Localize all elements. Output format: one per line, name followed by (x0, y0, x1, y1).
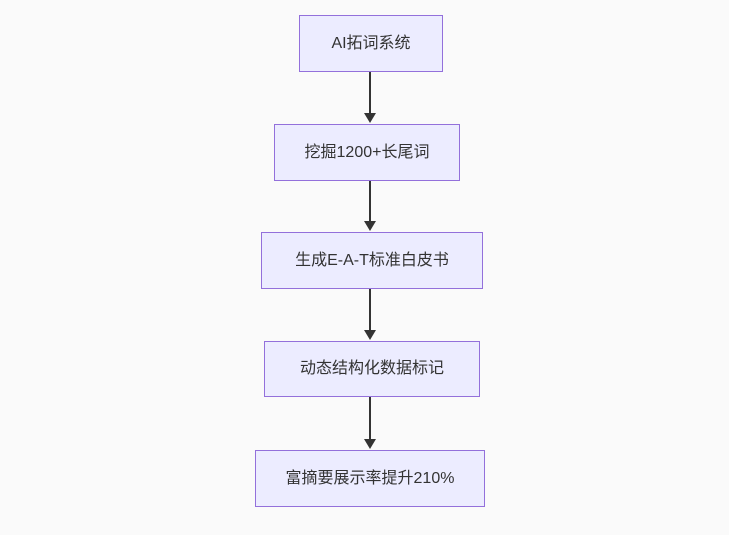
arrow-line (369, 181, 371, 221)
arrow-line (369, 397, 371, 439)
flow-arrow (364, 397, 376, 449)
node-eat-whitepaper: 生成E-A-T标准白皮书 (261, 232, 483, 289)
node-label: 富摘要展示率提升210% (285, 469, 455, 487)
node-ai-word-expansion: AI拓词系统 (299, 15, 443, 72)
node-label: 挖掘1200+长尾词 (304, 143, 430, 161)
flow-arrow (364, 72, 376, 123)
node-label: 生成E-A-T标准白皮书 (295, 251, 449, 269)
arrow-head-icon (364, 330, 376, 340)
node-longtail-mining: 挖掘1200+长尾词 (274, 124, 460, 181)
arrow-head-icon (364, 113, 376, 123)
arrow-head-icon (364, 221, 376, 231)
arrow-head-icon (364, 439, 376, 449)
node-structured-data-markup: 动态结构化数据标记 (264, 341, 480, 397)
node-label: AI拓词系统 (331, 34, 411, 52)
node-rich-snippet-result: 富摘要展示率提升210% (255, 450, 485, 507)
flow-arrow (364, 181, 376, 231)
arrow-line (369, 72, 371, 113)
node-label: 动态结构化数据标记 (299, 360, 444, 378)
flow-arrow (364, 289, 376, 340)
arrow-line (369, 289, 371, 330)
